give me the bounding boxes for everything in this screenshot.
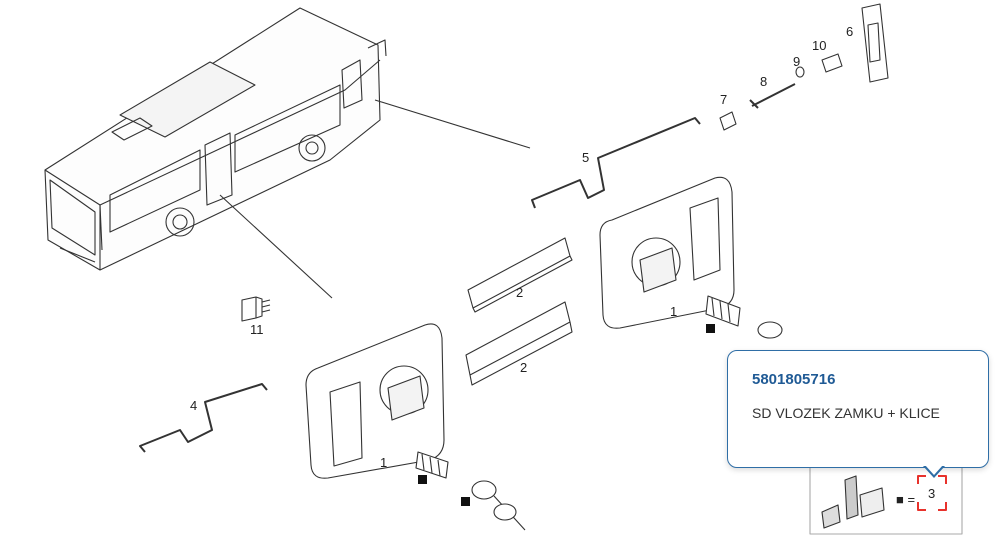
leader-line-left xyxy=(219,194,333,299)
marker-square-left xyxy=(418,475,427,484)
part-9-washer xyxy=(795,66,805,78)
part-1-lock-housing-left xyxy=(305,323,445,479)
callout-7[interactable]: 7 xyxy=(720,92,727,107)
callout-3[interactable]: 3 xyxy=(928,486,935,501)
part-10-bush xyxy=(821,53,843,73)
callout-1-right[interactable]: 1 xyxy=(670,304,677,319)
part-5-rod xyxy=(531,117,701,209)
part-4-rod xyxy=(139,383,268,453)
key-right xyxy=(757,321,783,339)
callout-2-upper[interactable]: 2 xyxy=(516,285,523,300)
callout-4[interactable]: 4 xyxy=(190,398,197,413)
inset-symbol: ■ = xyxy=(896,492,915,507)
part-2-plate-lower xyxy=(465,301,573,386)
part-tooltip: 5801805716 SD VLOZEK ZAMKU + KLICE xyxy=(727,350,989,468)
leader-line-right xyxy=(374,99,531,149)
part-6-bracket xyxy=(861,3,889,83)
callout-10[interactable]: 10 xyxy=(812,38,826,53)
callout-8[interactable]: 8 xyxy=(760,74,767,89)
bus-illustration xyxy=(44,7,387,271)
part-2-plate-upper xyxy=(467,237,573,313)
part-3-cylinder-right xyxy=(705,295,741,327)
callout-11[interactable]: 11 xyxy=(250,322,264,337)
key-left xyxy=(471,480,526,531)
tooltip-pointer-inner xyxy=(925,465,943,475)
callout-5[interactable]: 5 xyxy=(582,150,589,165)
tooltip-part-number[interactable]: 5801805716 xyxy=(752,371,836,388)
tooltip-description: SD VLOZEK ZAMKU + KLICE xyxy=(752,405,940,421)
marker-square-right xyxy=(706,324,715,333)
callout-6[interactable]: 6 xyxy=(846,24,853,39)
part-7-clip xyxy=(719,111,737,131)
part-8-bolt xyxy=(749,83,796,109)
callout-9[interactable]: 9 xyxy=(793,54,800,69)
callout-2-lower[interactable]: 2 xyxy=(520,360,527,375)
marker-square-key xyxy=(461,497,470,506)
callout-1-left[interactable]: 1 xyxy=(380,455,387,470)
part-11-connector xyxy=(241,296,271,322)
part-3-cylinder-left xyxy=(415,451,449,479)
